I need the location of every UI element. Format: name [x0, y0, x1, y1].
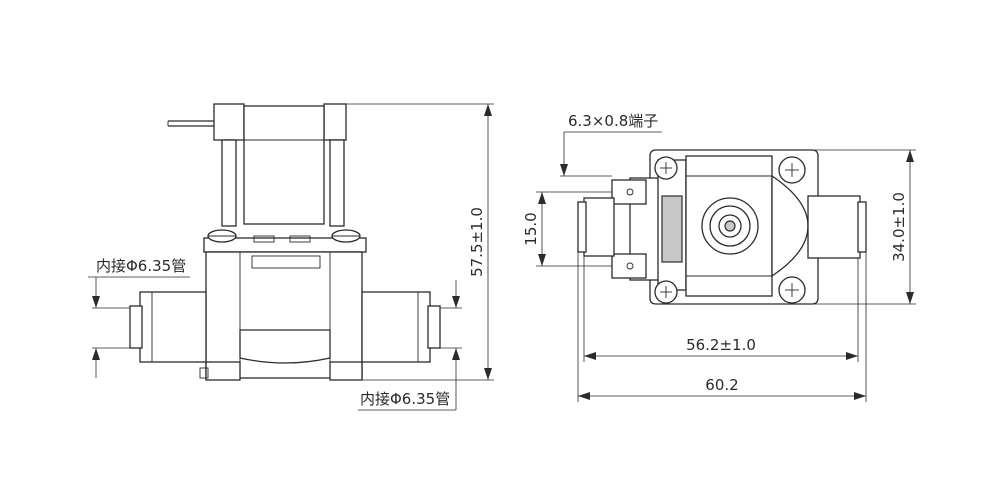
plate-clip	[289, 235, 311, 243]
dim-fitting-right	[358, 280, 462, 411]
label-height: 57.5±1.0	[468, 207, 486, 277]
screw-top-left	[654, 156, 678, 180]
side-view	[577, 149, 867, 305]
label-port-span: 56.2±1.0	[686, 336, 756, 354]
yoke-right	[329, 139, 345, 227]
terminal-upper	[611, 179, 647, 205]
terminal-housing	[213, 103, 245, 141]
fitting-inlet	[577, 197, 615, 257]
plunger-chamber	[239, 329, 331, 364]
dim-terminal-pitch	[536, 191, 612, 267]
fitting-outlet	[807, 195, 867, 259]
dim-port-span	[583, 256, 859, 362]
plate-clip	[253, 235, 275, 243]
terminal-housing-right	[323, 103, 347, 141]
screw-bottom-right	[778, 276, 806, 304]
body-foot-right	[329, 361, 363, 381]
label-fitting-left: 内接Φ6.35管	[96, 257, 186, 275]
body-foot-left	[205, 361, 241, 381]
dim-fitting-left	[88, 276, 190, 378]
lead-wire	[167, 120, 214, 127]
label-depth: 34.0±1.0	[890, 192, 908, 262]
dim-height	[346, 103, 494, 381]
label-fitting-right: 内接Φ6.35管	[360, 390, 450, 408]
coil-window	[661, 195, 683, 263]
coil	[243, 105, 325, 225]
dim-depth	[812, 149, 916, 305]
label-terminal: 6.3×0.8端子	[568, 112, 658, 130]
label-overall-width: 60.2	[705, 376, 738, 394]
front-view	[129, 103, 441, 381]
plate-screw-right	[331, 229, 361, 243]
plate-screw-left	[207, 229, 237, 243]
yoke-left	[221, 139, 237, 227]
fitting-right	[361, 291, 441, 363]
label-terminal-pitch: 15.0	[522, 212, 540, 245]
body-window	[251, 255, 321, 269]
center-boss	[701, 197, 759, 255]
terminal-lower	[611, 253, 647, 279]
fitting-left	[129, 291, 207, 363]
dim-overall-width	[577, 252, 867, 402]
screw-bottom-left	[654, 280, 678, 304]
body-tab	[199, 367, 209, 379]
dim-terminal	[560, 131, 662, 177]
screw-top-right	[778, 156, 806, 184]
